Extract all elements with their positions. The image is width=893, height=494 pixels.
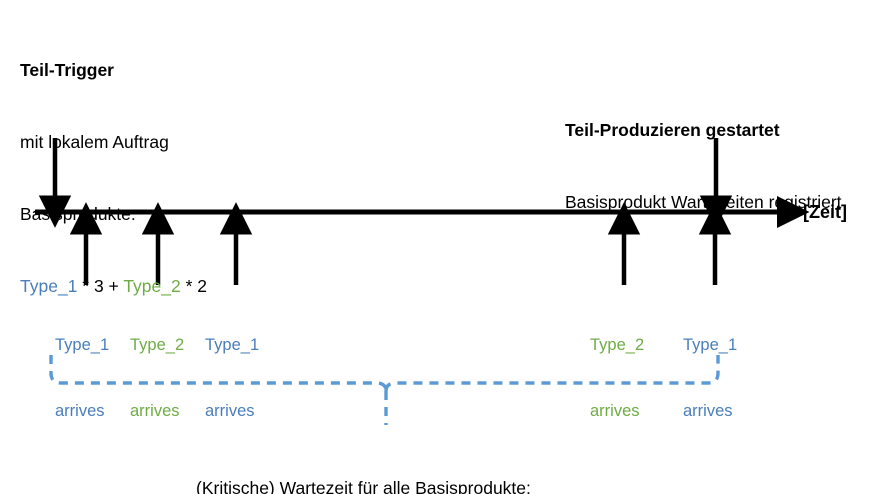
event-label-3: Type_1 arrives — [205, 290, 259, 466]
event-type-1: Type_1 — [55, 336, 110, 354]
trigger-annotation: Teil-Trigger mit lokalem Auftrag Basispr… — [20, 10, 207, 346]
caption-line-1: (Kritische) Wartezeit für alle Basisprod… — [196, 478, 531, 494]
waiting-time-caption: (Kritische) Wartezeit für alle Basisprod… — [196, 428, 531, 494]
produce-annotation: Teil-Produzieren gestartet Basisprodukt … — [565, 70, 842, 262]
event-label-4: Type_2 arrives — [590, 290, 644, 466]
event-status-5: arrives — [683, 402, 733, 420]
formula-operator-1: * 3 + — [77, 276, 124, 296]
trigger-title: Teil-Trigger — [20, 60, 114, 80]
event-type-2: Type_2 — [130, 336, 185, 354]
waiting-time-bracket — [49, 355, 720, 392]
event-status-3: arrives — [205, 402, 255, 420]
trigger-basisprodukte-label: Basisprodukte: — [20, 204, 136, 224]
produce-title: Teil-Produzieren gestartet — [565, 120, 780, 140]
event-type-3: Type_1 — [205, 336, 260, 354]
trigger-formula: Type_1 * 3 + Type_2 * 2 — [20, 274, 207, 298]
formula-type1: Type_1 — [20, 276, 78, 296]
trigger-subtitle: mit lokalem Auftrag — [20, 132, 169, 152]
event-type-4: Type_2 — [590, 336, 645, 354]
event-status-1: arrives — [55, 402, 105, 420]
event-label-1: Type_1 arrives — [55, 290, 109, 466]
event-status-2: arrives — [130, 402, 180, 420]
produce-subtitle: Basisprodukt Wartezeiten registriert — [565, 192, 842, 212]
time-axis-label: [Zeit] — [803, 202, 847, 222]
event-label-2: Type_2 arrives — [130, 290, 184, 466]
event-status-4: arrives — [590, 402, 640, 420]
event-label-5: Type_1 arrives — [683, 290, 737, 466]
formula-type2: Type_2 — [123, 276, 181, 296]
formula-operator-2: * 2 — [180, 276, 207, 296]
event-type-5: Type_1 — [683, 336, 738, 354]
